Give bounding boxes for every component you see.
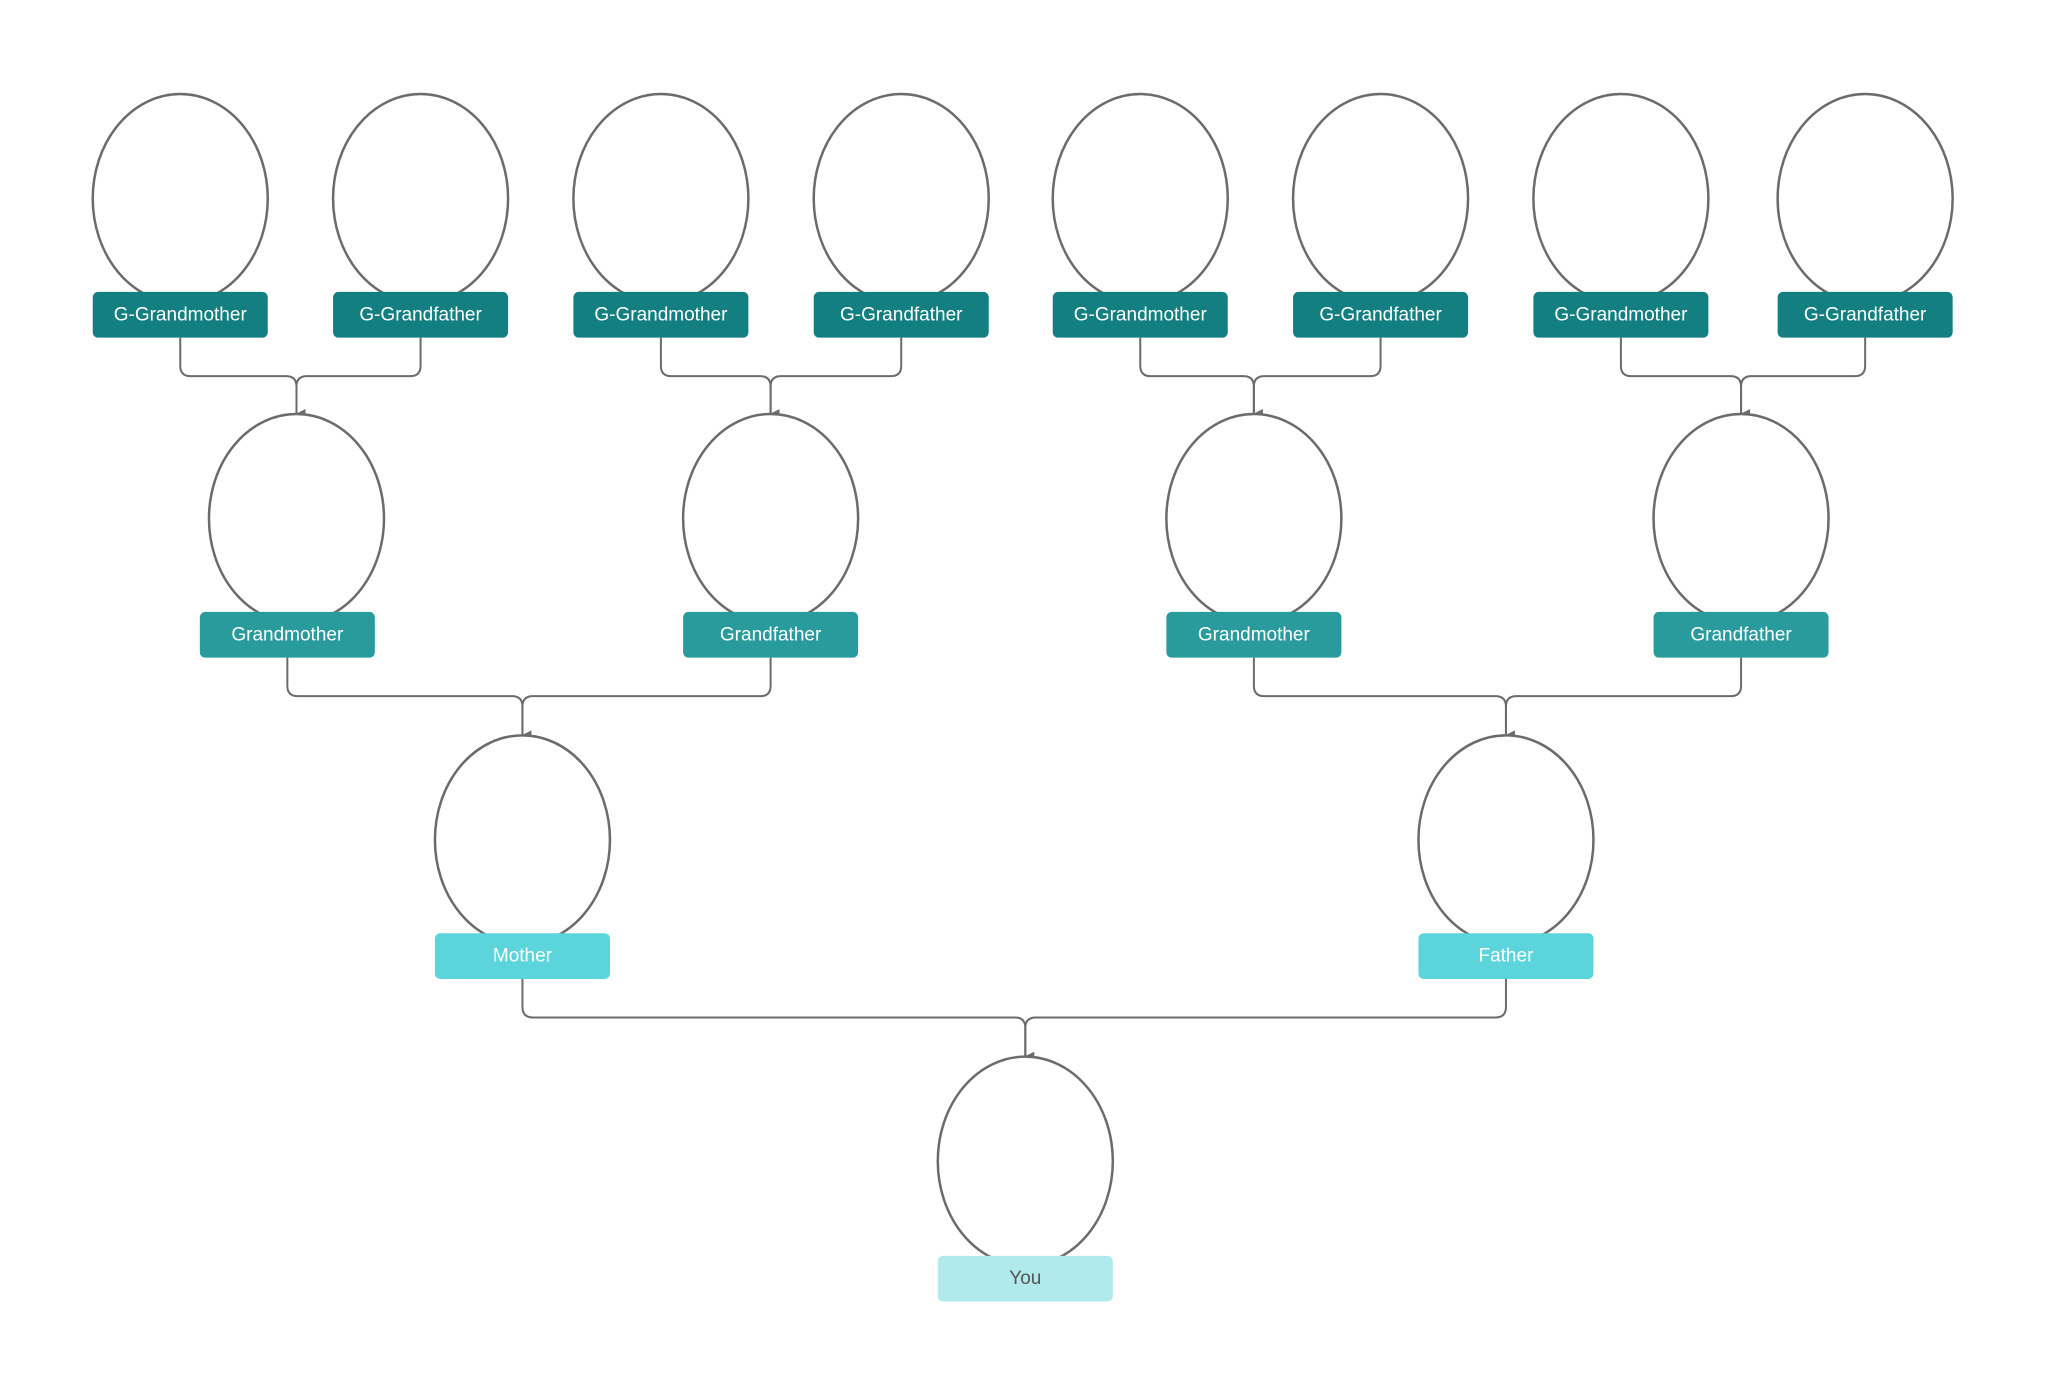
name-label-box[interactable] [92,291,268,338]
grandparents-node[interactable]: Grandmother [1165,412,1343,658]
name-label-box[interactable] [333,291,509,338]
name-label-box[interactable] [1533,291,1709,338]
portrait-frame[interactable] [91,92,270,305]
name-label-text: G-Grandmother [114,304,248,325]
name-label-text: Grandfather [720,624,822,645]
portrait-frame[interactable] [331,92,510,305]
name-label-box[interactable] [573,291,749,338]
portrait-frame[interactable] [207,412,386,625]
great-grandparents-node[interactable]: G-Grandfather [812,92,990,338]
name-label-box[interactable] [683,611,859,658]
lineage-connector [1139,337,1255,415]
portrait-frame[interactable] [1776,92,1954,305]
grandparents-node[interactable]: Grandfather [1652,412,1830,658]
name-label-box[interactable] [1418,933,1594,979]
name-label-text: Grandmother [1198,624,1311,645]
portrait-frame[interactable] [681,412,860,625]
name-label-box[interactable] [1777,291,1953,338]
parents-node[interactable]: Mother [433,734,612,979]
lineage-connector [659,337,772,415]
lineage-connector [521,657,772,741]
grandparents-node[interactable]: Grandfather [681,412,860,658]
connectors [179,337,1867,1062]
lineage-connector [1740,337,1867,420]
great-grandparents-node[interactable]: G-Grandfather [331,92,510,338]
lineage-connector [769,337,903,420]
name-label-box[interactable] [199,611,375,658]
name-label-text: You [1009,1268,1041,1289]
name-label-box[interactable] [813,291,989,338]
lineage-connector [1252,657,1507,736]
lineage-connector [1024,978,1507,1062]
lineage-connector [1619,337,1743,415]
lineage-connector [286,657,524,736]
name-label-box[interactable] [1052,291,1228,338]
portrait-frame[interactable] [433,734,612,946]
name-label-text: Grandfather [1690,624,1792,645]
parents-node[interactable]: Father [1417,734,1595,979]
great-grandparents-node[interactable]: G-Grandmother [1532,92,1710,338]
name-label-box[interactable] [937,1255,1113,1302]
name-label-box[interactable] [434,933,610,979]
lineage-connector [521,978,1027,1057]
portrait-frame[interactable] [1291,92,1470,305]
lineage-connector [1252,337,1382,420]
portrait-frame[interactable] [1532,92,1710,305]
name-label-text: Mother [493,946,553,967]
portrait-frame[interactable] [1051,92,1230,305]
lineage-connector [1504,657,1743,741]
name-label-text: Father [1478,946,1534,967]
name-label-text: G-Grandfather [840,304,963,325]
you-node[interactable]: You [936,1055,1115,1302]
lineage-connector [295,337,422,420]
name-label-text: G-Grandfather [359,304,482,325]
great-grandparents-node[interactable]: G-Grandfather [1291,92,1470,338]
name-label-box[interactable] [1166,611,1342,658]
portrait-frame[interactable] [812,92,990,305]
name-label-text: G-Grandmother [1554,304,1688,325]
great-grandparents-node[interactable]: G-Grandfather [1776,92,1954,338]
great-grandparents-node[interactable]: G-Grandmother [572,92,750,338]
name-label-text: G-Grandfather [1319,304,1442,325]
great-grandparents-node[interactable]: G-Grandmother [1051,92,1230,338]
name-label-text: G-Grandmother [1074,304,1208,325]
portrait-frame[interactable] [1165,412,1343,625]
name-label-text: G-Grandmother [594,304,728,325]
portrait-frame[interactable] [1652,412,1830,625]
portrait-frame[interactable] [572,92,750,305]
lineage-connector [179,337,298,415]
name-label-text: Grandmother [231,624,344,645]
portrait-frame[interactable] [936,1055,1115,1267]
name-label-text: G-Grandfather [1804,304,1927,325]
grandparents-node[interactable]: Grandmother [199,412,386,658]
name-label-box[interactable] [1293,291,1469,338]
name-label-box[interactable] [1653,611,1829,658]
portrait-frame[interactable] [1417,734,1595,946]
great-grandparents-node[interactable]: G-Grandmother [91,92,270,338]
